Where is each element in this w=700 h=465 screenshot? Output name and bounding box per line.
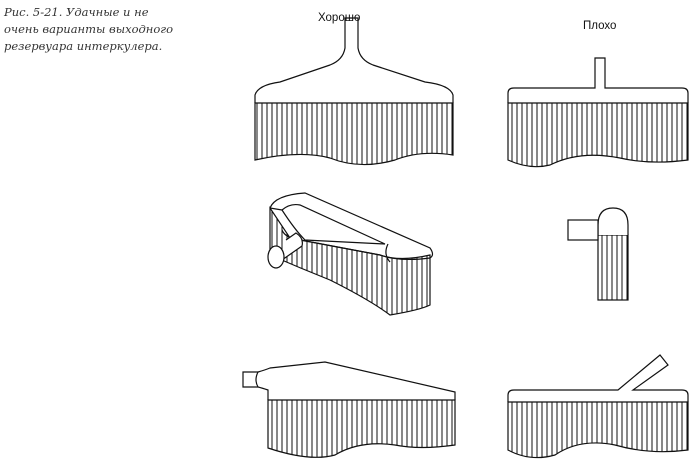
good-tank-side-outlet	[242, 361, 456, 458]
column-label-bad: Плохо	[583, 20, 617, 32]
figure-caption: Рис. 5-21. Удачные и не очень варианты в…	[4, 5, 174, 53]
column-label-good: Хорошо	[318, 12, 361, 24]
good-tank-tapered	[254, 17, 454, 166]
good-tank-3d	[267, 192, 434, 316]
bad-tank-angled-outlet	[507, 354, 689, 459]
bad-tank-elbow	[567, 207, 629, 301]
bad-tank-flat	[507, 57, 689, 168]
